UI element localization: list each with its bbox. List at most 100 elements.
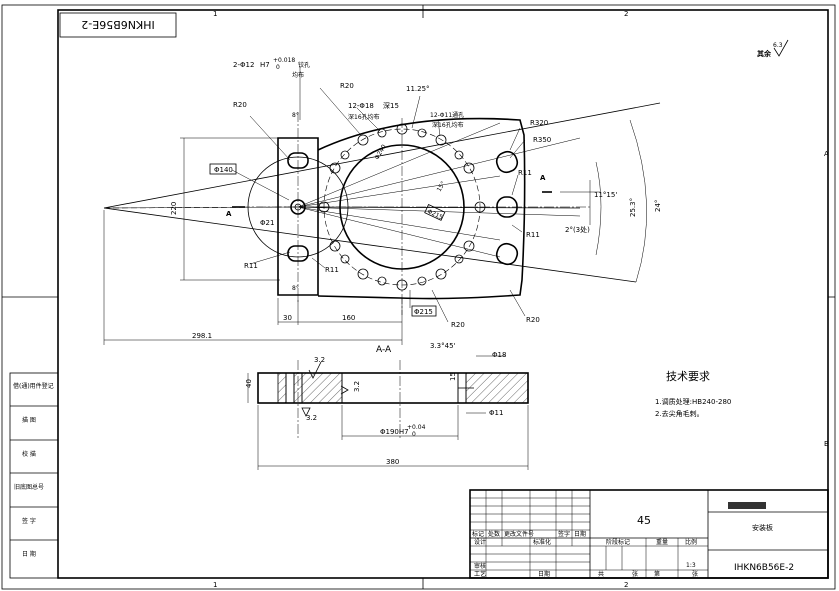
tb-r-date: 日期 [574,530,586,538]
label-r20-bottom: R20 [451,321,465,329]
tb-r-ratio: 比例 [685,538,697,546]
left-table-row-0: 借(通)用件登记 [13,382,54,390]
box-phi140 [209,163,237,175]
tb-r-page2: 张 [692,570,698,578]
zone-right-a: A [824,150,829,158]
tb-r-weight: 重量 [656,538,668,546]
section-view [247,355,529,470]
surface-note-value: 6.3 [773,42,783,49]
tb-r-qty: 处数 [488,530,500,538]
label-298: 298.1 [192,332,212,340]
zone-top-2: 2 [624,10,628,18]
tb-r-sheet: 张 [632,570,638,578]
label-r350: R350 [533,136,551,144]
label-11-15: 11°15' [594,191,617,199]
left-table-row-3: 旧底图总号 [14,483,44,491]
label-220: 220 [170,202,178,215]
label-section-a-right: A [540,174,546,182]
label-r11-right-top: R11 [518,169,532,177]
surface-note-label: 其余 [757,49,772,58]
label-12-phi18: 12-Φ18 [348,102,374,110]
tech-line1: 1.调质处理:HB240-280 [655,397,731,406]
tb-r-std: 标准化 [533,538,551,546]
label-h7-note2: 均布 [292,71,304,79]
section-rough-a: 3.2 [314,356,325,364]
section-h15: 15 [449,372,457,381]
plan-view [103,66,661,345]
label-3-45: 3.3°45' [430,342,456,350]
label-h7-tol-top: +0.018 [273,57,295,64]
section-rough-c: 3.2 [306,414,317,422]
label-deep-note: 深16孔均布 [348,113,380,121]
title-block [469,489,829,579]
section-phi190-tol-top: +0.04 [407,424,426,431]
label-160: 160 [342,314,355,322]
label-r11-left: R11 [244,262,258,270]
inner-frame [57,9,829,579]
label-phi215: Φ215 [414,308,433,316]
tb-r-approve: 日期 [538,570,550,578]
label-8deg-top: 8° [292,112,299,119]
section-length: 380 [386,458,399,466]
zone-right-b: B [824,440,829,448]
section-phi18: Φ18 [492,351,506,359]
left-table-row-5: 日 期 [22,550,36,558]
label-h7: H7 [260,61,270,69]
label-phi240: Φ240 [374,143,388,161]
label-section-a-left: A [226,210,232,218]
zone-bottom-2: 2 [624,581,628,589]
label-r11-mid: R11 [325,266,339,274]
label-r11-right-bottom: R11 [526,231,540,239]
stamp-code: IHKN6B56E-2 [81,18,154,31]
label-r20-top: R20 [340,82,354,90]
tb-scale: 1:3 [686,562,696,569]
roughness-symbol-icon [773,39,789,57]
tech-line2: 2.去尖角毛刺。 [655,409,704,418]
left-table-row-1: 描 图 [22,416,36,424]
label-12-phi11: 12-Φ11通孔 [430,111,464,119]
label-8deg-bottom: 8° [292,285,299,292]
label-15deg: 15° [436,180,447,193]
tb-r-sign: 签字 [558,530,570,538]
label-30: 30 [283,314,292,322]
zone-top-1: 1 [213,10,217,18]
left-table-row-4: 签 字 [22,517,36,525]
label-r20-right: R20 [526,316,540,324]
tb-r-change: 更改文件号 [504,530,534,538]
label-25-3: 25.3° [629,198,637,217]
box-phi215-inner [424,204,446,221]
label-deep15: 深15 [383,101,399,110]
section-phi11: Φ11 [489,409,503,417]
label-phi140: Φ140 [214,166,233,174]
tb-r-design: 设计 [474,538,486,546]
tb-drawing-no: IHKN6B56E-2 [734,563,794,573]
section-title: A-A [376,345,392,355]
label-12-phi11-note: 深16孔均布 [432,121,464,129]
tb-part-name: 安装板 [752,523,773,532]
section-rough-b: 3.2 [353,381,361,392]
stamp-box [59,12,177,38]
section-phi190-tol-bot: 0 [412,431,416,438]
box-phi215 [411,305,437,317]
label-r320: R320 [530,119,548,127]
section-phi190: Φ190H7 [380,428,409,436]
label-2-phi12: 2-Φ12 [233,61,254,69]
label-r20-left: R20 [233,101,247,109]
tb-r-page: 第 [654,570,660,578]
label-phi21: Φ21 [260,219,274,227]
section-thickness: 40 [245,379,253,388]
tb-r-check: 审核 [474,562,486,570]
tech-title: 技术要求 [666,370,710,383]
tb-r-process: 工艺 [474,570,486,578]
tb-material: 45 [637,514,651,527]
label-h7-note1: 铰孔 [298,61,310,69]
tb-r-mark: 标记 [472,530,484,538]
label-h7-tol-bot: 0 [276,64,280,71]
left-table [9,372,59,579]
tb-r-total: 共 [598,570,604,578]
left-table-row-2: 校 描 [22,450,36,458]
zone-bottom-1: 1 [213,581,217,589]
tb-r-stage: 阶段标记 [606,538,630,546]
label-24deg: 24° [654,200,662,212]
